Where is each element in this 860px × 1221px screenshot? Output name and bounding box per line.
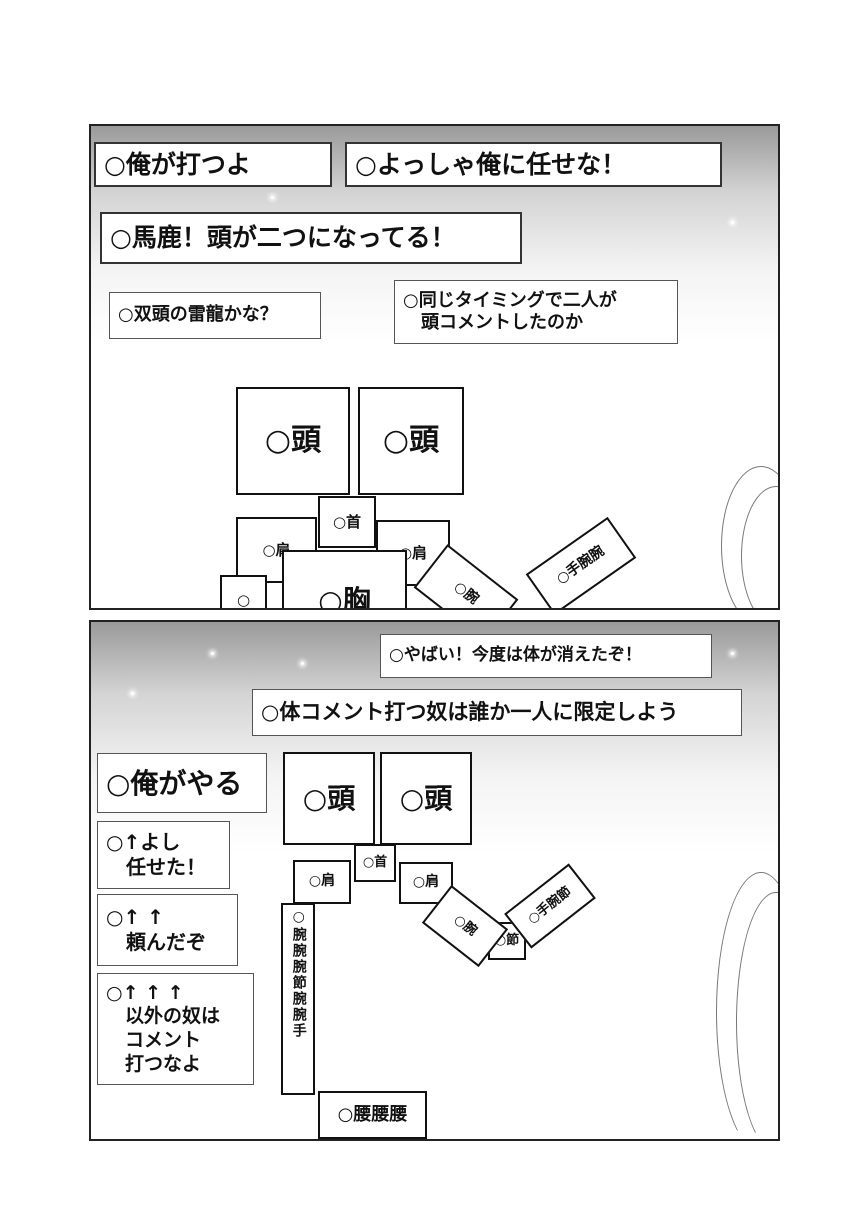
sparkle bbox=[131, 692, 134, 695]
body-head-2: ○頭 bbox=[380, 752, 472, 845]
manga-panel-2: ○やばい！今度は体が消えたぞ！ ○体コメント打つ奴は誰か一人に限定しよう ○俺が… bbox=[89, 620, 780, 1141]
sparkle bbox=[211, 652, 214, 655]
sparkle bbox=[301, 662, 304, 665]
comment-yossha: ○よっしゃ俺に任せな！ bbox=[345, 142, 722, 187]
comment-yabai: ○やばい！今度は体が消えたぞ！ bbox=[380, 634, 712, 678]
body-head-1: ○頭 bbox=[283, 752, 375, 845]
sparkle bbox=[271, 196, 274, 199]
comment-soutou: ○双頭の雷龍かな？ bbox=[109, 292, 321, 339]
body-waist: ○腰腰腰 bbox=[318, 1091, 427, 1139]
body-arm-left: ○ bbox=[220, 575, 267, 608]
comment-igai: ○↑ ↑ ↑ 以外の奴は コメント 打つなよ bbox=[97, 973, 254, 1085]
body-head-1: ○頭 bbox=[236, 387, 350, 495]
body-chest: ○胸 bbox=[282, 550, 407, 608]
sparkle bbox=[731, 652, 734, 655]
body-shoulder-left: ○肩 bbox=[293, 860, 351, 904]
comment-ore-ga-utsu: ○俺が打つよ bbox=[94, 142, 332, 187]
comment-ore-ga-yaru: ○俺がやる bbox=[97, 753, 267, 813]
comment-yoshi: ○↑よし 任せた！ bbox=[97, 821, 230, 889]
comment-tanonda: ○↑ ↑ 頼んだぞ bbox=[97, 894, 238, 966]
body-head-2: ○頭 bbox=[358, 387, 464, 495]
body-neck: ○首 bbox=[318, 496, 376, 548]
comment-onaji-timing: ○同じタイミングで二人が 頭コメントしたのか bbox=[394, 280, 678, 344]
comment-baka: ○馬鹿！頭が二つになってる！ bbox=[100, 212, 522, 264]
body-neck: ○首 bbox=[354, 844, 396, 882]
body-hand: ○手腕腕 bbox=[525, 516, 637, 608]
manga-panel-1: ○俺が打つよ ○よっしゃ俺に任せな！ ○馬鹿！頭が二つになってる！ ○双頭の雷龍… bbox=[89, 124, 780, 610]
body-arm-left: ○腕腕腕節腕腕手 bbox=[281, 903, 315, 1095]
comment-gentei: ○体コメント打つ奴は誰か一人に限定しよう bbox=[252, 689, 742, 736]
sparkle bbox=[731, 221, 734, 224]
